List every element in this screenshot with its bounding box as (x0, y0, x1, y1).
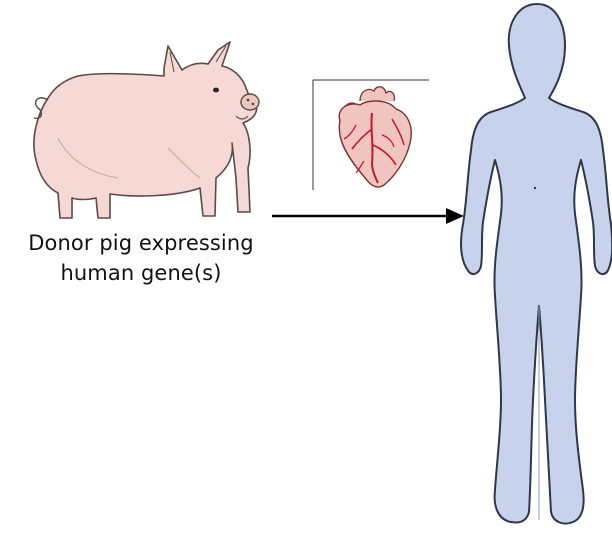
donor-label-line-1: Donor pig expressing (10, 228, 272, 258)
human-silhouette-icon (445, 0, 612, 539)
pig-icon (18, 28, 268, 223)
donor-label: Donor pig expressing human gene(s) (10, 228, 272, 288)
arrow-right-icon (268, 203, 468, 229)
donor-label-line-2: human gene(s) (10, 258, 272, 288)
heart-icon (312, 79, 430, 191)
